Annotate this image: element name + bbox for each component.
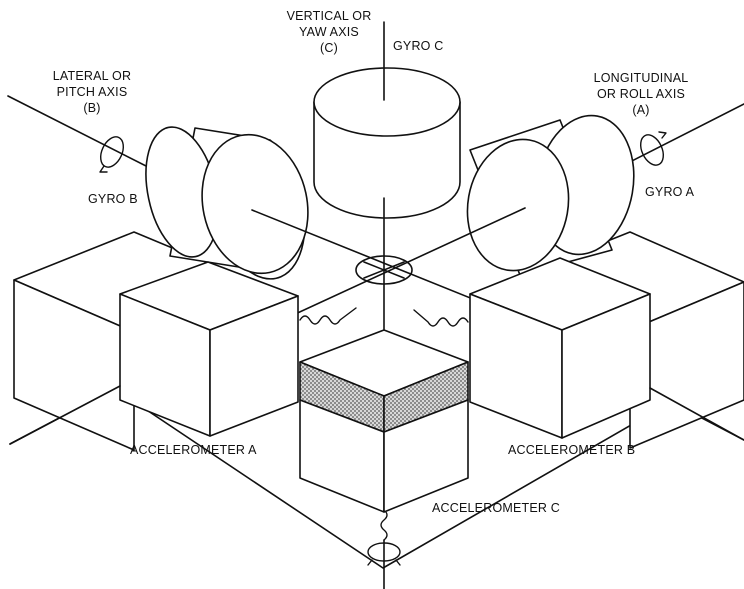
longitudinal-axis-label-3: (A) bbox=[632, 103, 649, 117]
gyro-b-label: GYRO B bbox=[88, 192, 138, 206]
vertical-axis-label-1: VERTICAL OR bbox=[287, 9, 372, 23]
vertical-axis-label-3: (C) bbox=[320, 41, 338, 55]
accelerometer-b-cube bbox=[470, 258, 650, 438]
lateral-axis-line bbox=[8, 96, 150, 168]
lateral-axis-label-1: LATERAL OR bbox=[53, 69, 131, 83]
lateral-axis-label-3: (B) bbox=[83, 101, 100, 115]
accelerometer-b-label: ACCELEROMETER B bbox=[508, 443, 635, 457]
gyro-c-label: GYRO C bbox=[393, 39, 444, 53]
accelerometer-a-cube bbox=[120, 262, 298, 436]
lateral-axis-label-2: PITCH AXIS bbox=[57, 85, 128, 99]
roll-arrowhead bbox=[659, 132, 666, 138]
longitudinal-axis-label-1: LONGITUDINAL bbox=[594, 71, 689, 85]
gyro-a-label: GYRO A bbox=[645, 185, 695, 199]
accelerometer-c-block bbox=[300, 330, 468, 512]
pitch-rotation-arrow bbox=[96, 133, 128, 170]
longitudinal-axis-label-2: OR ROLL AXIS bbox=[597, 87, 685, 101]
vertical-axis-label-2: YAW AXIS bbox=[299, 25, 359, 39]
accelerometer-c-label: ACCELEROMETER C bbox=[432, 501, 560, 515]
accelerometer-a-label: ACCELEROMETER A bbox=[130, 443, 257, 457]
gyro-c-cylinder bbox=[314, 68, 460, 218]
